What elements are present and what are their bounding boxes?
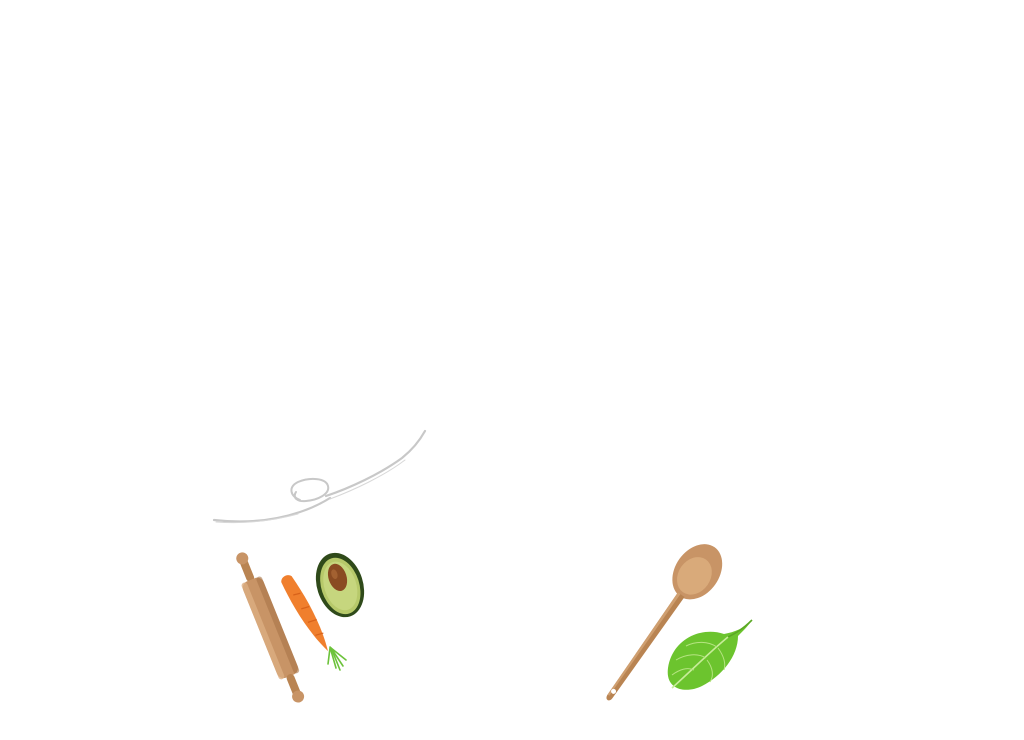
wooden-spoon-icon (606, 544, 723, 701)
pencil-sketch-squiggle (212, 429, 427, 524)
spinach-leaf-icon (667, 619, 753, 690)
avocado-icon (315, 552, 365, 618)
carrot-icon (281, 575, 347, 671)
rolling-pin-icon (236, 552, 305, 703)
